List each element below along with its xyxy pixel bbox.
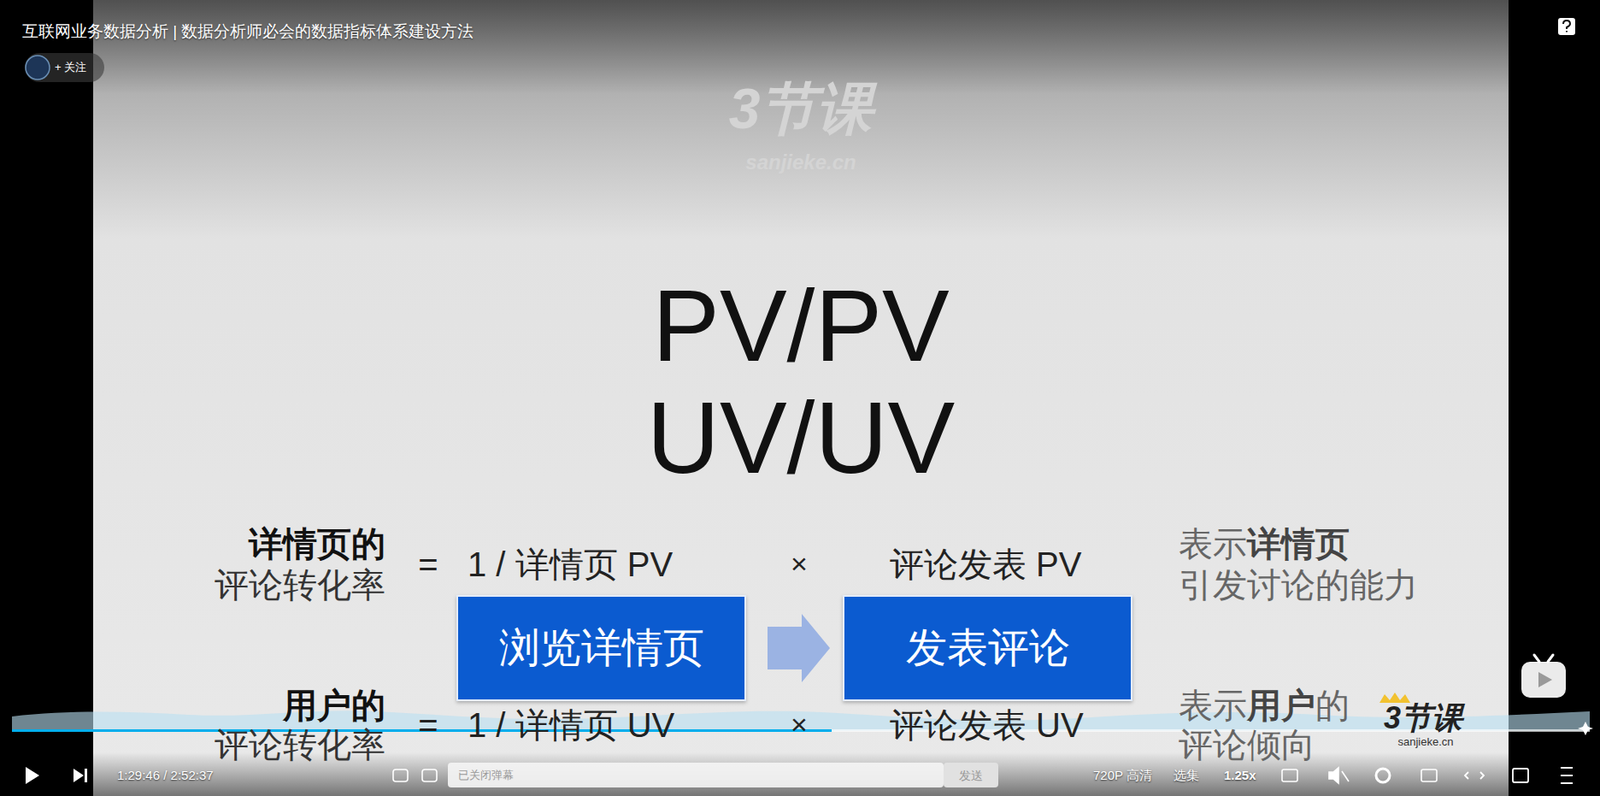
label-group: + 关注	[54, 61, 87, 75]
label-group: 表示用户的	[1178, 685, 1350, 725]
explanation-text: 引发讨论的能力	[1178, 564, 1418, 605]
label-group: 3节课	[1383, 700, 1463, 736]
box-label: 浏览详情页	[499, 625, 705, 671]
formula-term: 1 / 详情页 UV	[467, 705, 675, 745]
watermark: 3节课	[729, 76, 874, 142]
danmaku-input	[447, 762, 944, 788]
label-group: PV/PV	[652, 268, 950, 385]
explanation-text: 详情页	[1247, 523, 1350, 564]
avatar	[25, 55, 50, 80]
box-label: 发表评论	[905, 625, 1071, 671]
help-icon-mark	[1563, 20, 1571, 33]
label-group: sanjieke.cn	[1397, 735, 1453, 749]
label-group: =	[417, 705, 438, 745]
label-group: 1 / 详情页 UV	[467, 705, 675, 745]
label-group: 1 / 详情页 PV	[467, 544, 673, 584]
label-group: 3节课	[729, 76, 874, 142]
label-group: 评论发表 UV	[889, 705, 1084, 745]
explanation-text: 用户	[1247, 685, 1316, 725]
danmaku-toggle-icon	[393, 769, 408, 782]
formula-term: 1 / 详情页 PV	[467, 544, 673, 584]
video-title: 互联网业务数据分析 | 数据分析师必会的数据指标体系建设方法	[22, 20, 475, 43]
follow-pill	[24, 52, 105, 83]
settings-icon	[1376, 768, 1390, 783]
process-box: 发表评论	[842, 594, 1133, 701]
operator: =	[417, 544, 438, 584]
label-group: 评论倾向	[1178, 724, 1316, 765]
tv-play	[1538, 671, 1553, 688]
subtitle-icon	[1282, 769, 1298, 782]
block-arrow	[767, 613, 830, 683]
big-metric-text: PV/PV	[652, 268, 950, 385]
speed-button: 1.25x	[1223, 767, 1257, 783]
next-button	[73, 768, 84, 783]
label-group: =	[417, 544, 438, 584]
slide-background	[93, 0, 1509, 796]
pip-icon	[1421, 769, 1437, 782]
label-group: 评论发表 PV	[889, 544, 1082, 584]
label-group: 选集	[1173, 767, 1200, 783]
progress-sparkle	[1577, 721, 1594, 736]
time-display: 1:29:46 / 2:52:37	[117, 767, 214, 783]
big-metric-text: UV/UV	[647, 380, 956, 497]
widescreen-icon	[1464, 771, 1484, 779]
label-group: 用户的	[282, 685, 386, 725]
logo-text: sanjieke.cn	[1397, 735, 1453, 749]
label-group: 已关闭弹幕	[458, 769, 514, 783]
metric-name: 详情页的	[248, 523, 386, 564]
formula-term: 评论发表 PV	[889, 544, 1082, 584]
operator: ×	[790, 547, 808, 581]
send-button	[943, 762, 999, 788]
mute-icon	[1329, 767, 1349, 783]
explanation-text: 的	[1315, 685, 1350, 725]
label-group: sanjieke.cn	[745, 150, 856, 175]
label-group: ×	[790, 707, 808, 742]
label-group: 发送	[958, 768, 983, 783]
label-group: 1:29:46 / 2:52:37	[117, 767, 214, 783]
label-group: 表示详情页	[1178, 523, 1350, 564]
metric-name: 评论转化率	[214, 724, 386, 765]
label-group: 评论转化率	[214, 724, 386, 765]
label-group: 1.25x	[1223, 767, 1257, 783]
label-group: 引发讨论的能力	[1178, 564, 1418, 605]
metric-name: 评论转化率	[214, 564, 386, 605]
label-group: 720P 高清	[1093, 767, 1153, 783]
fullscreen-icon	[1560, 767, 1573, 783]
webfull-icon	[1512, 768, 1529, 783]
quality-button: 720P 高清	[1093, 767, 1153, 783]
input-placeholder: 已关闭弹幕	[458, 769, 514, 783]
logo-text: 3节课	[1383, 700, 1463, 736]
help-icon	[1558, 17, 1576, 36]
danmaku-settings-icon	[422, 769, 437, 782]
label-group: 详情页的	[248, 523, 386, 564]
operator: ×	[790, 707, 808, 742]
episode-button: 选集	[1173, 767, 1200, 783]
metric-name: 用户的	[282, 685, 386, 725]
formula-term: 评论发表 UV	[889, 705, 1084, 745]
next-button-bar	[84, 768, 88, 783]
label-group: ×	[790, 547, 808, 581]
label-group: UV/UV	[647, 380, 956, 497]
play-button	[25, 766, 40, 784]
process-box: 浏览详情页	[456, 594, 747, 701]
send-button-text: 发送	[958, 768, 983, 783]
follow-button-text: + 关注	[54, 61, 87, 75]
operator: =	[417, 705, 438, 745]
tv-icon	[1521, 661, 1566, 698]
explanation-text: 表示	[1178, 685, 1248, 725]
explanation-text: 表示	[1178, 523, 1248, 564]
label-group: 评论转化率	[214, 564, 386, 605]
tv-antenna	[1534, 654, 1553, 662]
watermark: sanjieke.cn	[745, 150, 856, 175]
explanation-text: 评论倾向	[1178, 724, 1316, 765]
